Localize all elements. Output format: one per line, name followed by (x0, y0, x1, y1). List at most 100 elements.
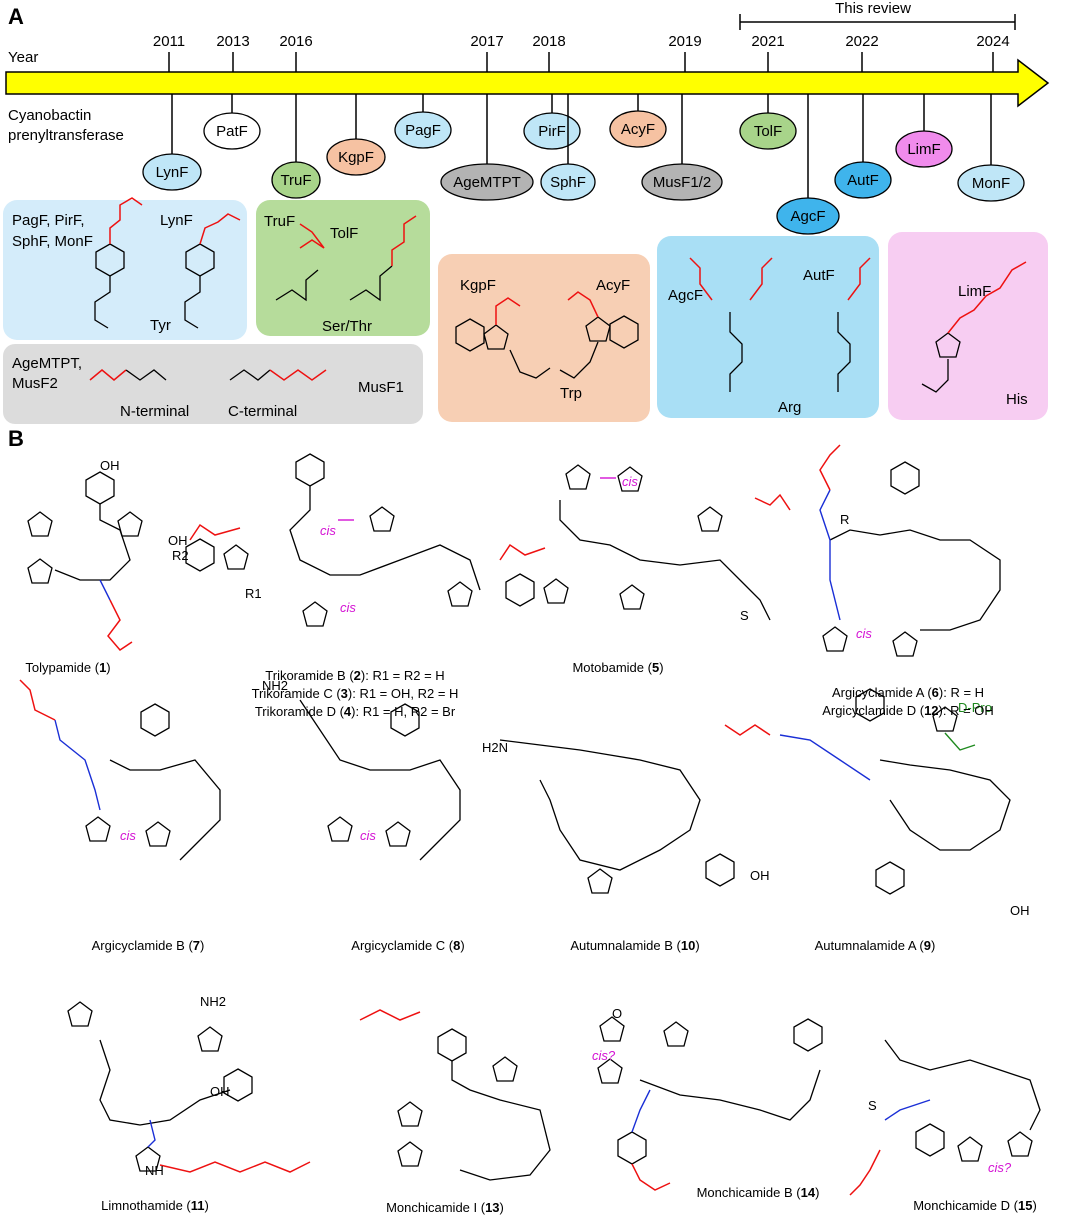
ser-enzyme-left: TruF (264, 213, 295, 230)
enzyme-name: LynF (156, 164, 189, 181)
compound-caption: Limnothamide (11) (101, 1198, 209, 1213)
his-residue-label: His (1006, 391, 1028, 408)
structure-argicyclamide-c (299, 699, 461, 861)
trp-prenylation-box: KgpF AcyF Trp (438, 254, 650, 422)
enzyme-name: SphF (550, 174, 586, 191)
arg-prenylation-box: AgcF AutF Arg (657, 236, 879, 418)
compound-caption: Argicyclamide A (6): R = H (832, 685, 984, 700)
cis-label-7: cis (120, 828, 136, 843)
compound-caption: Argicyclamide C (8) (351, 938, 464, 953)
panel-b-label: B (8, 426, 24, 451)
atom-nh2-11: NH2 (200, 994, 226, 1009)
tyr-prenylation-box: PagF, PirF, SphF, MonF LynF Tyr (3, 197, 247, 340)
d-pro-label: D-Pro (958, 700, 992, 715)
compound-caption: Trikoramide C (3): R1 = OH, R2 = H (252, 686, 459, 701)
axis-title-line1: Cyanobactin (8, 107, 91, 124)
structure-monchicamide-i (359, 1009, 551, 1181)
structure-limnothamide (67, 1001, 311, 1173)
enzyme-name: AutF (847, 172, 879, 189)
terminal-prenylation-box: AgeMTPT, MusF2 N-terminal C-terminal Mus… (3, 344, 423, 424)
enzyme-bubble (326, 138, 386, 176)
atom-oh-2: OH (168, 533, 188, 548)
enzyme-bubble (440, 163, 534, 201)
cis-label-8: cis (360, 828, 376, 843)
compound-caption: Trikoramide B (2): R1 = R2 = H (265, 668, 444, 683)
structure-trikoramide (185, 453, 481, 627)
year-label: 2013 (216, 33, 249, 50)
year-label: 2021 (751, 33, 784, 50)
compound-caption: Monchicamide B (14) (697, 1185, 820, 1200)
enzyme-bubble (895, 130, 953, 168)
his-enzyme-label: LimF (958, 283, 991, 300)
cis-label-6: cis (856, 626, 872, 641)
enzyme-bubble (271, 161, 321, 199)
year-label: 2024 (976, 33, 1009, 50)
compound-caption: Autumnalamide A (9) (815, 938, 936, 953)
tyr-enzymes-line1: PagF, PirF, (12, 212, 85, 229)
enzyme-name: MusF1/2 (653, 174, 711, 191)
axis-label-year: Year (8, 49, 38, 66)
terminal-enzyme-right: MusF1 (358, 379, 404, 396)
enzyme-name: PirF (538, 123, 566, 140)
enzyme-bubble (540, 163, 596, 201)
cis-label-2a: cis (320, 523, 336, 538)
enzyme-bubble (609, 110, 667, 148)
year-ticks: 2011 2013 2016 2017 2018 2019 2021 2022 2024 (153, 33, 1010, 72)
trp-enzyme-right: AcyF (596, 277, 630, 294)
atom-nh2-8: NH2 (262, 678, 288, 693)
trp-residue-label: Trp (560, 385, 582, 402)
compound-caption: Tolypamide (1) (25, 660, 110, 675)
year-label: 2011 (153, 33, 185, 50)
atom-s-15: S (868, 1098, 877, 1113)
cis-q-label-15: cis? (988, 1160, 1012, 1175)
atom-oh-9: OH (1010, 903, 1030, 918)
arg-enzyme-right: AutF (803, 267, 835, 284)
year-label: 2018 (532, 33, 565, 50)
enzyme-name: PatF (216, 123, 248, 140)
panel-a-label: A (8, 4, 24, 29)
enzyme-name: KgpF (338, 149, 374, 166)
tyr-residue-label: Tyr (150, 317, 171, 334)
compound-names: Tolypamide (1) Trikoramide B (2): R1 = R2… (25, 660, 1036, 1215)
arg-residue-label: Arg (778, 399, 801, 416)
trp-enzyme-left: KgpF (460, 277, 496, 294)
ser-prenylation-box: TruF TolF Ser/Thr (256, 200, 430, 336)
atom-nh-11: NH (145, 1163, 164, 1178)
tyr-enzymes-line2: SphF, MonF (12, 233, 93, 250)
enzyme-bubble (394, 111, 452, 149)
c-terminal-label: C-terminal (228, 403, 297, 420)
enzyme-bubble (739, 112, 797, 150)
review-label: This review (835, 0, 911, 17)
n-terminal-label: N-terminal (120, 403, 189, 420)
enzyme-bubbles: LynFPatFTruFKgpFPagFAgeMTPTPirFSphFAcyFM… (142, 94, 1025, 235)
enzyme-bubble (834, 161, 892, 199)
structure-autumnalamide-b (499, 739, 735, 894)
cis-label-2b: cis (340, 600, 356, 615)
compound-caption: Argicyclamide D (12): R = OH (822, 703, 994, 718)
atom-o-14: O (612, 1006, 622, 1021)
atom-s-5: S (740, 608, 749, 623)
terminal-enzymes-line2: MusF2 (12, 375, 58, 392)
axis-title-line2: prenyltransferase (8, 127, 124, 144)
timeline-arrow (5, 58, 1050, 108)
ser-residue-label: Ser/Thr (322, 318, 372, 335)
atom-r1-2: R1 (245, 586, 262, 601)
structure-tolypamide (27, 471, 143, 651)
year-label: 2019 (668, 33, 701, 50)
compound-caption: Argicyclamide B (7) (92, 938, 205, 953)
enzyme-name: LimF (907, 141, 940, 158)
enzyme-bubble (203, 112, 261, 150)
year-label: 2016 (279, 33, 312, 50)
tyr-enzyme-right: LynF (160, 212, 193, 229)
year-label: 2022 (845, 33, 878, 50)
atom-r-6: R (840, 512, 849, 527)
his-prenylation-box: LimF His (888, 232, 1048, 420)
year-label: 2017 (470, 33, 503, 50)
structure-argicyclamide-a (754, 444, 1001, 657)
atom-oh-10: OH (750, 868, 770, 883)
enzyme-name: AgeMTPT (453, 174, 521, 191)
enzyme-name: TruF (280, 172, 311, 189)
compound-caption: Trikoramide D (4): R1 = H, R2 = Br (255, 704, 456, 719)
enzyme-bubble (142, 153, 202, 191)
ser-enzyme-right: TolF (330, 225, 358, 242)
